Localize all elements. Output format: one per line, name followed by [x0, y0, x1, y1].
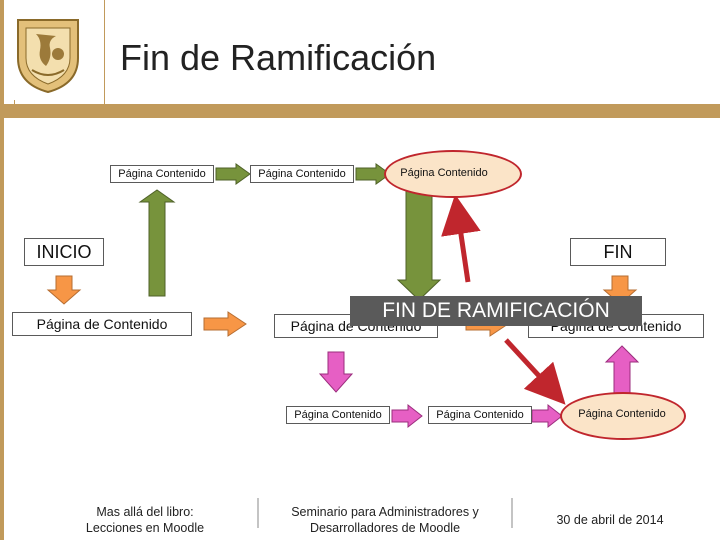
orange-arrow-down-1 — [46, 275, 82, 305]
left-accent-bar — [0, 0, 4, 540]
middle-content-box-1: Página de Contenido — [12, 312, 192, 336]
unam-crest-icon — [12, 14, 84, 94]
green-arrow-up — [138, 189, 176, 297]
middle-content-box-3: Página de Contenido — [528, 314, 704, 338]
vertical-divider-short — [14, 100, 15, 118]
top-content-box-2: Página Contenido — [250, 165, 354, 183]
fin-label: FIN — [570, 238, 666, 266]
pink-arrow-right-2 — [531, 403, 563, 429]
fin-ramificacion-banner: FIN DE RAMIFICACIÓN — [350, 296, 642, 326]
inicio-label: INICIO — [24, 238, 104, 266]
green-arrow-right-2 — [355, 163, 391, 185]
red-arrow-up — [441, 194, 481, 283]
pink-arrow-right-1 — [391, 403, 423, 429]
footer-center: Seminario para Administradores y Desarro… — [291, 505, 479, 535]
green-arrow-down — [396, 185, 442, 301]
green-arrow-right-1 — [215, 163, 251, 185]
title-underline — [4, 104, 720, 118]
bottom-content-box-1: Página Contenido — [286, 406, 390, 424]
page-title: Fin de Ramificación — [120, 37, 437, 78]
footer-left: Mas allá del libro: Lecciones en Moodle — [85, 505, 205, 535]
bottom-content-box-3: Página Contenido — [570, 406, 674, 424]
top-content-box-1: Página Contenido — [110, 165, 214, 183]
red-arrow-down — [504, 338, 566, 405]
bottom-content-box-2: Página Contenido — [428, 406, 532, 424]
pink-arrow-up — [604, 345, 640, 395]
vertical-divider — [104, 0, 105, 118]
orange-arrow-right-1 — [203, 311, 247, 337]
pink-arrow-down — [318, 351, 354, 393]
top-content-box-3: Página Contenido — [392, 165, 496, 183]
footer-right: 30 de abril de 2014 — [556, 513, 664, 527]
